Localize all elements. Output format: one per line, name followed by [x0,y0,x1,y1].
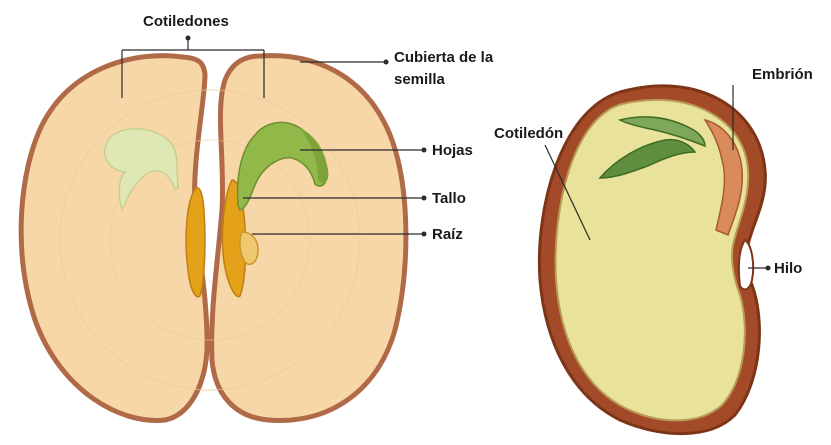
right-seed [539,86,765,434]
embryo-axis-left [186,188,205,297]
bean-hilum [739,240,753,289]
label-tallo: Tallo [432,190,466,207]
label-cubierta-1: Cubierta de la [394,49,494,66]
label-cotiledones: Cotiledones [143,13,229,30]
label-raiz: Raíz [432,226,463,243]
left-seed [21,56,406,421]
label-hilo: Hilo [774,260,802,277]
label-cubierta-2: semilla [394,71,446,88]
label-embrion: Embrión [752,66,813,83]
label-hojas: Hojas [432,142,473,159]
left-cotyledon [21,56,207,421]
label-cotiledon: Cotiledón [494,125,563,142]
